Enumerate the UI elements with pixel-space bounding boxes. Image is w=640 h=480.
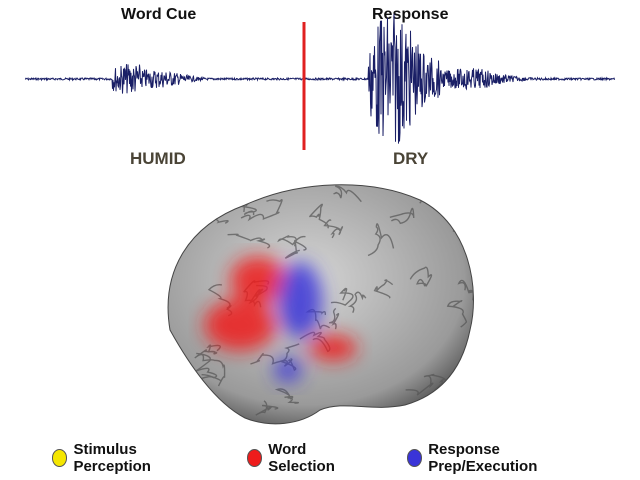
- sulcus-line: [168, 376, 185, 408]
- sulcus-line: [240, 199, 283, 222]
- sulcus-line: [373, 279, 394, 299]
- sulcus-line: [333, 185, 362, 203]
- sulcus-line: [308, 203, 329, 229]
- sulcus-line: [432, 184, 460, 212]
- legend: Stimulus Perception Word Selection Respo…: [52, 441, 640, 475]
- response-region: [274, 358, 302, 382]
- sulcus-line: [240, 193, 257, 216]
- sulcus-line: [194, 352, 218, 379]
- sulcus-line: [127, 417, 167, 434]
- sulcus-line: [389, 207, 415, 225]
- sulcus-line: [196, 353, 226, 387]
- word-selection-region: [309, 335, 357, 361]
- audio-waveform: [24, 13, 616, 150]
- legend-item-word-selection: Word Selection: [246, 441, 373, 475]
- red-dot-icon: [246, 449, 263, 467]
- response-region: [278, 262, 322, 338]
- legend-item-response: Response Prep/Execution: [406, 441, 606, 475]
- cue-word: HUMID: [130, 149, 186, 168]
- sulcus-line: [328, 307, 340, 330]
- sulcus-line: [274, 388, 300, 404]
- legend-label: Response Prep/Execution: [428, 441, 538, 475]
- sulcus-line: [367, 223, 395, 257]
- legend-label: Stimulus Perception: [73, 441, 151, 475]
- legend-label: Word Selection: [268, 441, 335, 475]
- waveform-trace: [24, 13, 616, 144]
- sulcus-line: [168, 397, 182, 418]
- sulcus-line: [323, 219, 344, 239]
- word-selection-region: [204, 299, 276, 351]
- legend-item-stimulus: Stimulus Perception: [52, 441, 213, 475]
- word-cue-title: Word Cue: [121, 6, 197, 23]
- sulcus-line: [330, 287, 354, 306]
- sulcus-line: [194, 344, 221, 359]
- sulcus-line: [277, 235, 306, 247]
- response-title: Response: [372, 6, 449, 23]
- sulcus-line: [284, 239, 307, 259]
- sulcus-line: [446, 299, 468, 328]
- sulcus-line: [168, 364, 173, 381]
- sulcus-line: [462, 229, 474, 242]
- word-selection-region: [230, 256, 286, 304]
- sulcus-line: [475, 190, 502, 205]
- sulcus-line: [409, 266, 433, 287]
- response-word: DRY: [393, 149, 429, 168]
- sulcus-line: [227, 233, 271, 249]
- sulcus-line: [405, 373, 447, 396]
- sulcus-line: [255, 400, 279, 416]
- sulcus-line: [419, 184, 442, 204]
- blue-dot-icon: [406, 449, 423, 467]
- brain-illustration: [127, 184, 502, 434]
- sulcus-line: [457, 279, 474, 304]
- sulcus-line: [168, 218, 178, 244]
- yellow-dot-icon: [52, 449, 68, 467]
- sulcus-line: [347, 291, 367, 314]
